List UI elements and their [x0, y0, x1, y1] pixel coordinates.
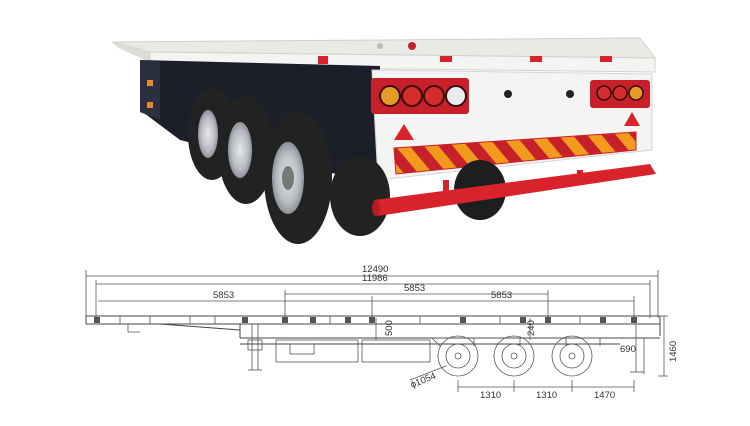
label-axle-spacing-1: 1310	[480, 390, 501, 401]
drawing-toolbox	[275, 339, 359, 363]
side-marker-light	[147, 102, 153, 108]
tire	[330, 156, 390, 236]
trailer-chassis-side	[140, 60, 160, 120]
drawing-spare-carrier	[361, 339, 431, 363]
dimension-overall-length	[85, 270, 659, 318]
dimension-1460	[658, 315, 668, 377]
panel-bolt	[504, 90, 512, 98]
side-marker-light	[440, 56, 452, 62]
drawing-landing-gear	[247, 324, 263, 371]
rear-lamp-top	[377, 43, 383, 49]
drawing-toolbox-inner	[289, 343, 315, 355]
under-run-bumper	[372, 164, 656, 216]
label-rear-overhang: 1470	[594, 390, 615, 401]
drawing-wheel-2	[493, 335, 535, 377]
reflective-hazard-strip	[393, 131, 637, 175]
dimension-frame-length	[95, 280, 651, 318]
label-overall-length: 12490	[362, 264, 388, 275]
right-tail-light-cluster	[590, 80, 650, 108]
drawing-twistlocks	[94, 317, 637, 323]
drawing-wheel-3	[551, 335, 593, 377]
label-spacing-left: 5853	[213, 290, 234, 301]
dimension-wheel-diameter-leader	[409, 365, 447, 381]
drawing-suspension	[431, 337, 601, 347]
left-tail-light-cluster	[371, 78, 469, 114]
drawing-labels: 12490 11986 5853 5853 5853 500 240 ϕ1054…	[213, 264, 679, 401]
label-frame-length: 11986	[362, 273, 388, 284]
label-axle-spacing-2: 1310	[536, 390, 557, 401]
drawing-wheel-1	[437, 335, 479, 377]
warning-triangle-right	[624, 112, 640, 126]
label-1460: 1460	[668, 341, 679, 362]
side-marker-light	[600, 56, 612, 62]
label-spacing-right: 5853	[491, 290, 512, 301]
side-marker-light	[530, 56, 542, 62]
side-marker-light	[147, 80, 153, 86]
label-500: 500	[384, 320, 395, 336]
drawing-rear-bumper	[630, 324, 644, 373]
technical-drawing	[85, 270, 668, 392]
axle-wheel-3	[264, 112, 332, 244]
trailer-side-rail	[112, 42, 150, 62]
trailer-photo	[111, 37, 657, 244]
dimension-axle-spacings	[457, 380, 635, 392]
label-690: 690	[620, 344, 636, 355]
side-marker-light	[318, 56, 328, 64]
drawing-cross-members	[119, 316, 581, 324]
axle-wheel-2	[218, 96, 274, 204]
label-spacing-mid: 5853	[404, 283, 425, 294]
rear-lamp-top	[408, 42, 416, 50]
warning-triangle-left	[394, 124, 414, 140]
panel-bolt	[566, 90, 574, 98]
drawing-king-pin	[127, 324, 140, 333]
label-wheel-diameter: ϕ1054	[409, 371, 438, 391]
label-240: 240	[526, 320, 537, 336]
